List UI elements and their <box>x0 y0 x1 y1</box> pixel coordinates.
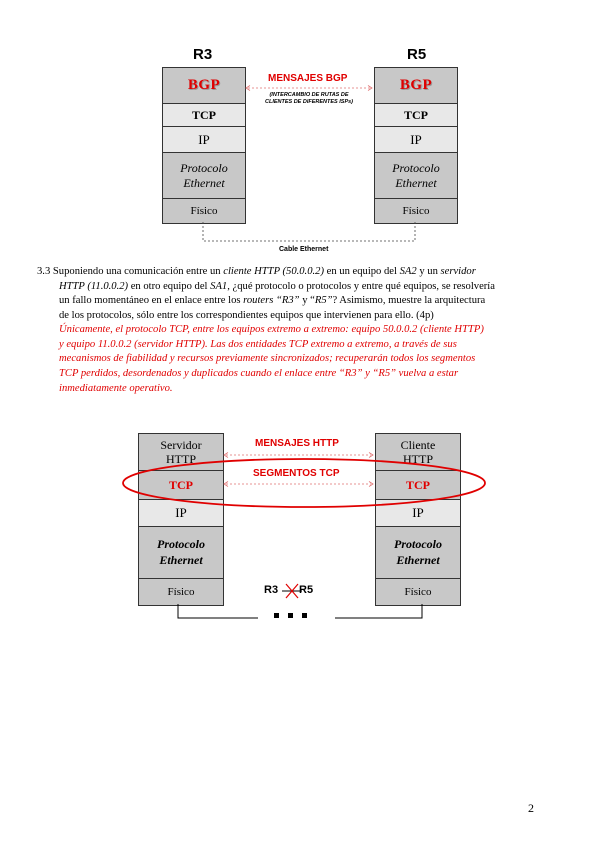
r3-bgp-layer: BGP <box>163 68 245 103</box>
broken-link-cross <box>282 583 302 599</box>
bgp-dashed-arrow <box>245 85 373 91</box>
client-protocol-stack: Cliente HTTP TCP IP Protocolo Ethernet F… <box>375 433 461 606</box>
router-r5-label: R5 <box>407 46 427 63</box>
link-r3-label: R3 <box>264 584 279 596</box>
r3-tcp-layer: TCP <box>163 103 245 126</box>
server-fisico-layer: Físico <box>139 578 223 605</box>
r3-ip-layer: IP <box>163 126 245 152</box>
server-protocol-stack: Servidor HTTP TCP IP Protocolo Ethernet … <box>138 433 224 606</box>
ethernet-cable-line <box>202 222 416 242</box>
bgp-note: (INTERCAMBIO DE RUTAS DE CLIENTES DE DIF… <box>264 92 353 105</box>
r3-protocol-stack: BGP TCP IP Protocolo Ethernet Físico <box>162 67 246 224</box>
tcp-highlight-ellipse <box>122 458 486 508</box>
question-text: 3.3 Suponiendo una comunicación entre un… <box>37 266 495 322</box>
http-dashed-arrow <box>223 452 374 458</box>
server-http-layer: Servidor HTTP <box>139 434 223 470</box>
r5-fisico-layer: Físico <box>375 198 457 223</box>
ellipsis-dots <box>274 613 307 618</box>
r5-protocol-stack: BGP TCP IP Protocolo Ethernet Físico <box>374 67 458 224</box>
tcp-dashed-arrow <box>223 481 374 487</box>
segmentos-tcp-label: SEGMENTOS TCP <box>253 468 340 479</box>
r5-ip-layer: IP <box>375 126 457 152</box>
client-ethernet-layer: Protocolo Ethernet <box>376 526 460 578</box>
broken-link-r3-r5: R3 <box>264 584 278 596</box>
server-tcp-layer: TCP <box>139 470 223 499</box>
r5-bgp-layer: BGP <box>375 68 457 103</box>
mensajes-bgp-label: MENSAJES BGP <box>268 73 348 84</box>
link-r5-label: R5 <box>299 584 314 596</box>
r5-ethernet-layer: Protocolo Ethernet <box>375 152 457 198</box>
r5-tcp-layer: TCP <box>375 103 457 126</box>
client-tcp-layer: TCP <box>376 470 460 499</box>
page-number: 2 <box>528 801 534 815</box>
router-r3-label: R3 <box>193 46 213 63</box>
client-fisico-layer: Físico <box>376 578 460 605</box>
r3-fisico-layer: Físico <box>163 198 245 223</box>
link-r5-label-wrap: R5 <box>299 584 313 596</box>
mensajes-http-label: MENSAJES HTTP <box>255 438 339 449</box>
r3-ethernet-layer: Protocolo Ethernet <box>163 152 245 198</box>
server-ethernet-layer: Protocolo Ethernet <box>139 526 223 578</box>
physical-link-lines <box>177 604 423 619</box>
answer-text: Únicamente, el protocolo TCP, entre los … <box>59 324 484 394</box>
cable-ethernet-label: Cable Ethernet <box>279 246 329 253</box>
